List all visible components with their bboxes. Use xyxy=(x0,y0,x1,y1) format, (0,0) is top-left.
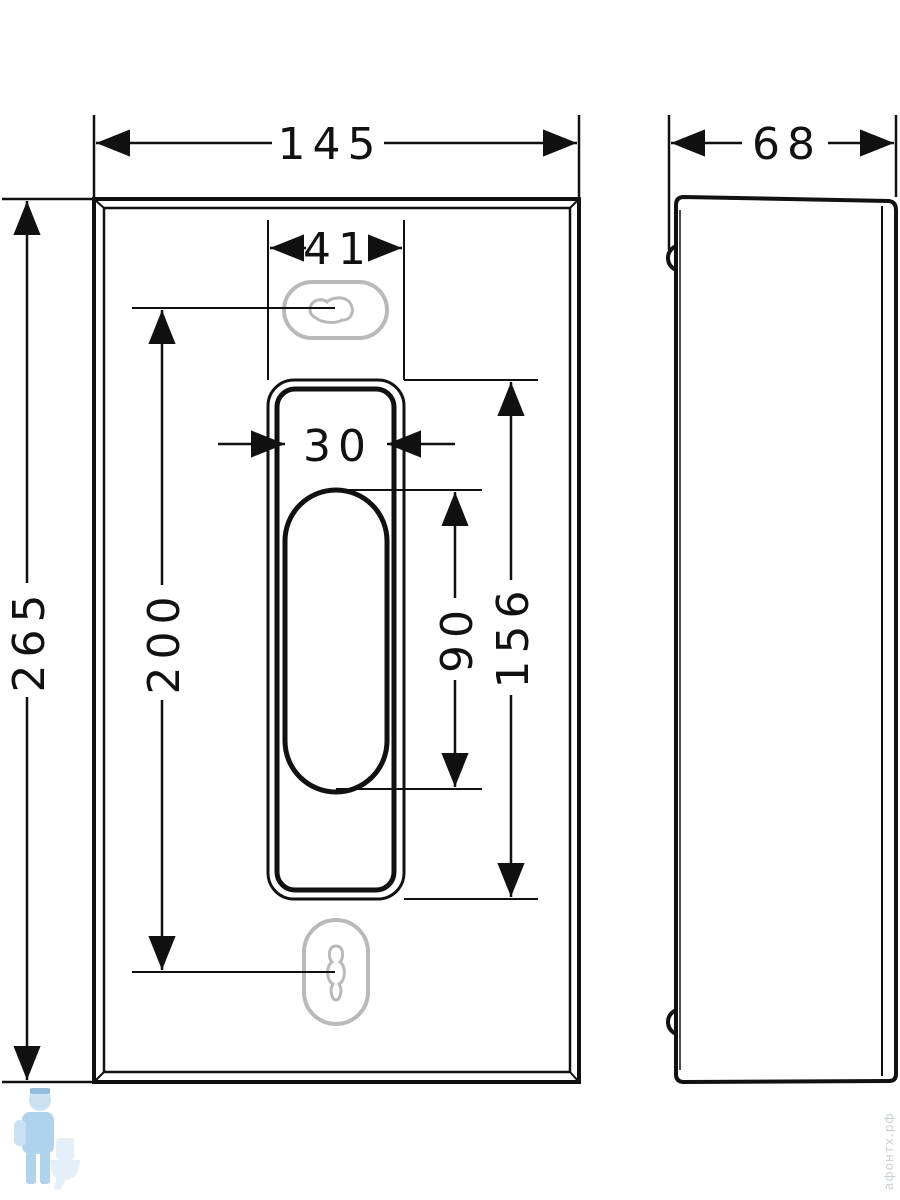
bevel-corner xyxy=(569,198,580,209)
dim-label-depth: 68 xyxy=(752,119,822,170)
dim-label-overall-height: 265 xyxy=(4,588,55,693)
side-wall-clip-top xyxy=(665,244,677,272)
plumber-logo-icon xyxy=(14,1088,80,1190)
opening-frame-outer xyxy=(266,378,406,901)
side-wall-clip-bottom xyxy=(665,1008,677,1036)
bevel-corner xyxy=(93,198,105,209)
front-bevel xyxy=(102,206,572,1074)
mounting-keyhole-top xyxy=(282,280,389,340)
dim-label-mount-spacing: 200 xyxy=(139,590,190,695)
bevel-corner xyxy=(569,1071,580,1083)
bevel-corner xyxy=(93,1071,105,1083)
dim-label-slot-width: 30 xyxy=(303,421,373,472)
dim-label-slot-height: 90 xyxy=(432,603,483,673)
dim-label-opening-height: 156 xyxy=(488,584,539,689)
side-view xyxy=(665,194,898,1085)
dispensing-slot xyxy=(282,487,390,795)
side-outline xyxy=(674,194,898,1085)
watermark-text: афонтх.рф xyxy=(882,1112,896,1190)
dim-label-overall-width: 145 xyxy=(278,119,383,170)
opening-frame-inner xyxy=(274,386,397,893)
dimension-labels: 145 68 41 30 265 200 90 156 xyxy=(4,119,822,695)
dimension-lines xyxy=(2,115,898,1084)
front-outline xyxy=(92,197,581,1084)
dim-label-opening-width: 41 xyxy=(303,224,373,275)
